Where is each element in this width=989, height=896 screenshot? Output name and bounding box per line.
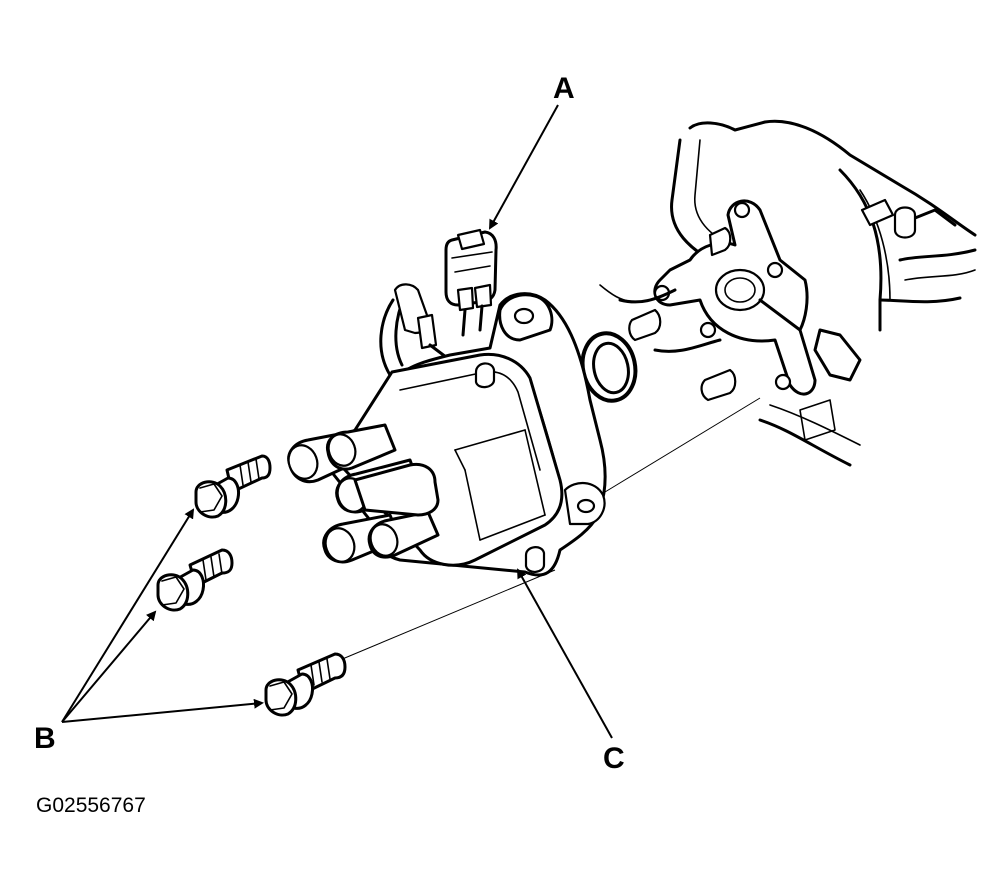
cylinder-head-mount <box>599 119 977 467</box>
callout-label-c: C <box>603 742 625 775</box>
alignment-line <box>604 397 761 493</box>
mounting-bolt-2 <box>156 548 234 612</box>
callout-label-a: A <box>553 72 575 105</box>
wiring-harness <box>379 283 452 387</box>
arrow-a <box>489 104 559 230</box>
arrow-b-1 <box>61 508 195 723</box>
figure-id: G02556767 <box>36 794 146 817</box>
mounting-bolt-3 <box>264 652 347 717</box>
mounting-bolt-1 <box>194 454 272 519</box>
wiring-connector <box>444 228 498 337</box>
arrow-b-2 <box>61 610 157 723</box>
arrow-b-3 <box>61 698 264 723</box>
bolt-alignment-line <box>339 569 556 661</box>
callout-label-b: B <box>34 722 56 755</box>
distributor-assembly <box>287 292 607 577</box>
callout-arrows <box>61 104 613 739</box>
arrow-c <box>517 568 613 739</box>
